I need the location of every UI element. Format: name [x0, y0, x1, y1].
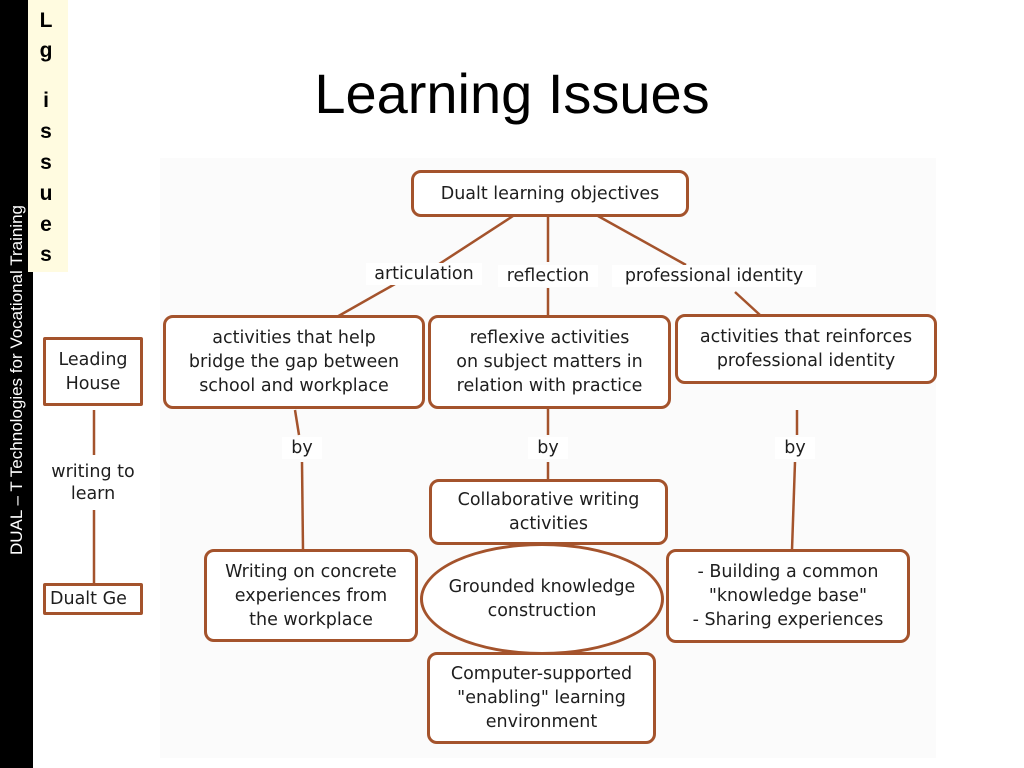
objectives-node: Dualt learning objectives: [411, 170, 689, 217]
tab-letter: g: [39, 39, 53, 62]
connector-line: [429, 214, 514, 272]
connector-line: [300, 461, 305, 551]
tab-letter: i: [43, 89, 49, 112]
dualt-ge-node: Dualt Ge: [43, 583, 143, 615]
tab-letter: s: [40, 151, 52, 174]
connector-line: [293, 409, 301, 436]
reflexive-activities-node: reflexive activities on subject matters …: [428, 315, 671, 409]
bridge-activities-node: activities that help bridge the gap betw…: [163, 315, 425, 409]
connector-line: [734, 291, 761, 316]
tab-letter: e: [40, 213, 52, 236]
sidebar: DUAL – T Technologies for Vocational Tra…: [0, 0, 33, 768]
tab-letter: s: [40, 120, 52, 143]
reinforce-activities-node: activities that reinforces professional …: [675, 314, 937, 384]
tab-letter: s: [40, 243, 52, 266]
relation-by-middle: by: [528, 437, 568, 459]
relation-writing-to-learn: writing to learn: [38, 461, 148, 505]
relation-by-left: by: [282, 437, 322, 459]
connector-line: [334, 282, 396, 320]
relation-by-right: by: [775, 437, 815, 459]
collaborative-writing-node: Collaborative writing activities: [429, 479, 668, 545]
knowledge-base-node: - Building a common "knowledge base" - S…: [666, 549, 910, 643]
tab-letter: u: [39, 182, 53, 205]
connector-line: [597, 214, 687, 267]
grounded-knowledge-node: Grounded knowledge construction: [420, 543, 664, 655]
relation-professional-identity: professional identity: [612, 265, 816, 287]
leading-house-node: Leading House: [43, 337, 143, 406]
connector-line: [790, 461, 797, 551]
relation-articulation: articulation: [366, 263, 482, 285]
page-title: Learning Issues: [314, 62, 710, 125]
vertical-tab: L g i s s u e s: [28, 0, 68, 272]
writing-concrete-node: Writing on concrete experiences from the…: [204, 549, 418, 642]
tab-letter: L: [39, 9, 53, 32]
computer-supported-node: Computer-supported "enabling" learning e…: [427, 652, 656, 744]
relation-reflection: reflection: [498, 265, 598, 287]
